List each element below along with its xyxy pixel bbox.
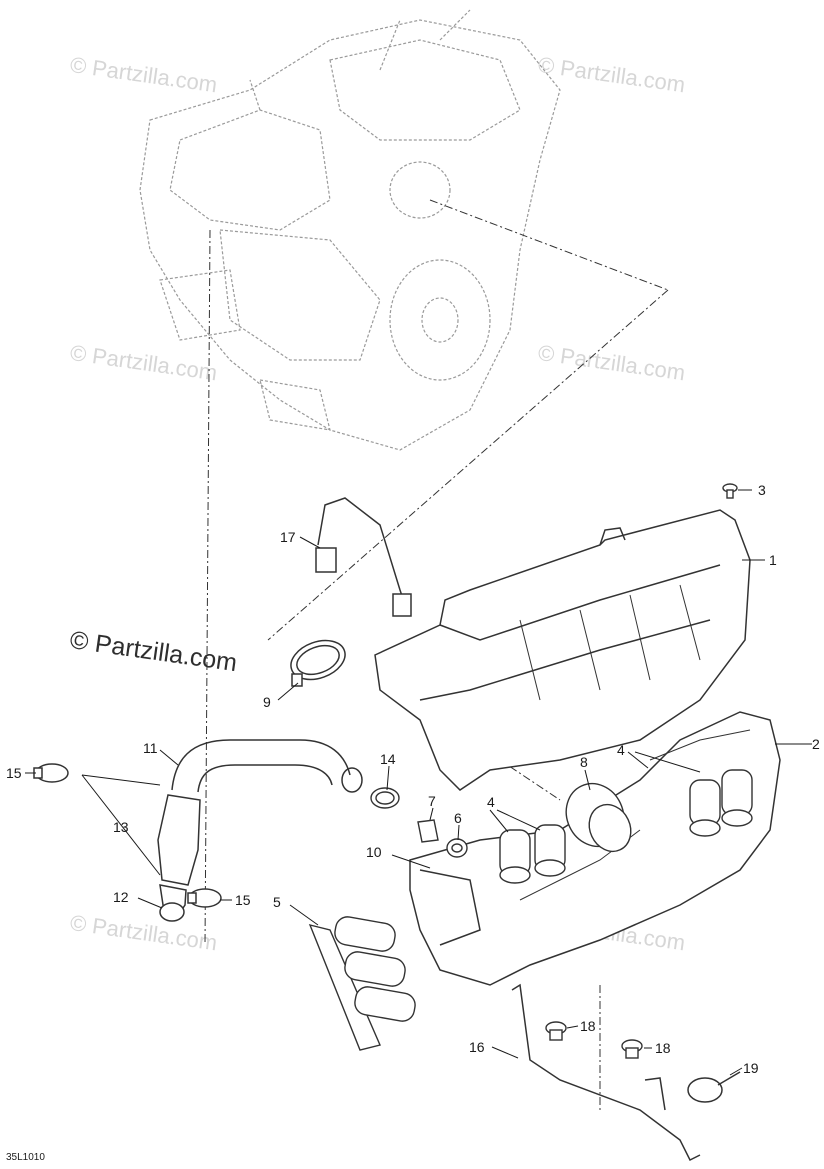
breather-hose [171, 739, 363, 793]
callout-4-rear: 4 [617, 742, 625, 758]
velocity-stacks [499, 769, 753, 884]
support-bracket [511, 983, 701, 1162]
hose-clamp-9 [290, 639, 346, 687]
airbox-cover [374, 509, 751, 791]
callout-2: 2 [812, 736, 820, 752]
breather-separator [157, 794, 201, 922]
callout-16: 16 [469, 1039, 485, 1055]
callout-7: 7 [428, 793, 436, 809]
callout-1: 1 [769, 552, 777, 568]
callout-13: 13 [113, 819, 129, 835]
callout-15-left: 15 [6, 765, 22, 781]
callout-9: 9 [263, 694, 271, 710]
callout-19: 19 [743, 1060, 759, 1076]
small-fittings [370, 787, 468, 858]
callout-5: 5 [273, 894, 281, 910]
callout-10: 10 [366, 844, 382, 860]
callout-8: 8 [580, 754, 588, 770]
tie-wrap [687, 1071, 741, 1103]
drawing-code: 35L1010 [6, 1152, 45, 1163]
callout-18-bottom: 18 [655, 1040, 671, 1056]
retaining-strap [315, 497, 412, 617]
intake-coupler [565, 782, 632, 853]
callout-leaders [25, 489, 812, 1076]
hose-clamps-15 [33, 763, 222, 908]
callout-14: 14 [380, 751, 396, 767]
engine-assembly [139, 9, 561, 451]
screws [545, 483, 738, 1059]
callout-15-right: 15 [235, 892, 251, 908]
callout-11: 11 [143, 740, 158, 756]
callout-6: 6 [454, 810, 462, 826]
callout-18-top: 18 [580, 1018, 596, 1034]
callout-12: 12 [113, 889, 129, 905]
callout-17: 17 [280, 529, 296, 545]
callout-3: 3 [758, 482, 766, 498]
filter-element [308, 916, 416, 1051]
callout-4-front: 4 [487, 794, 495, 810]
